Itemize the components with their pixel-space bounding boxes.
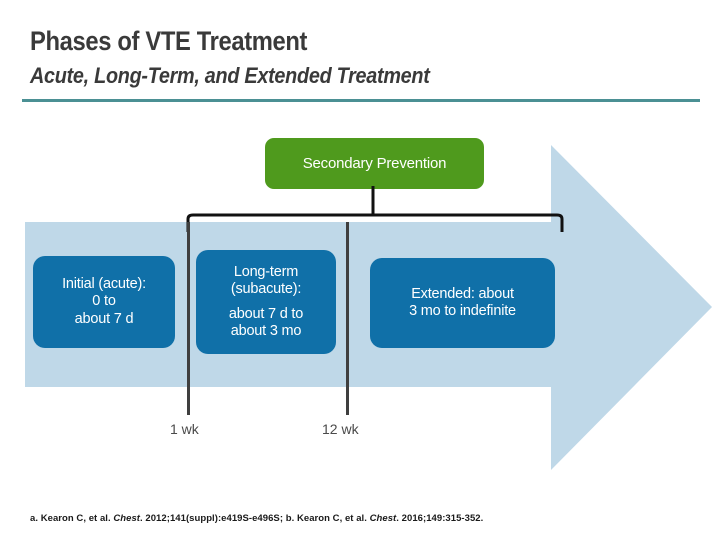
timeline-arrow-shape	[25, 145, 712, 470]
phase-longterm-line4: about 3 mo	[230, 322, 302, 339]
tick-label-1wk: 1 wk	[170, 421, 199, 437]
phase-box-initial: Initial (acute): 0 to about 7 d	[33, 256, 175, 348]
phase-initial-line2: 0 to	[92, 293, 116, 310]
tick-line-12wk	[346, 222, 349, 415]
citation-a-suffix: . 2012;141(suppl):e419S-e496S;	[140, 513, 286, 524]
tick-label-12wk: 12 wk	[322, 421, 359, 437]
phase-box-longterm: Long-term (subacute): about 7 d to about…	[196, 250, 336, 354]
phase-box-extended: Extended: about 3 mo to indefinite	[370, 258, 555, 348]
phase-longterm-line2: (subacute):	[230, 281, 302, 298]
secondary-prevention-bracket	[180, 186, 570, 232]
title-divider	[22, 99, 700, 102]
phase-initial-line1: Initial (acute):	[62, 276, 146, 293]
phase-extended-line1: Extended: about	[411, 285, 514, 302]
phase-initial-line3: about 7 d	[74, 310, 134, 327]
secondary-prevention-label: Secondary Prevention	[302, 155, 447, 172]
citation-b-suffix: . 2016;149:315-352.	[396, 513, 484, 524]
phase-longterm-line1: Long-term	[233, 264, 299, 281]
secondary-prevention-box: Secondary Prevention	[265, 138, 484, 189]
phase-longterm-line3: about 7 d to	[228, 305, 304, 322]
citation-a-journal: Chest	[113, 513, 141, 524]
tick-line-1wk	[187, 222, 190, 415]
phase-extended-line2: 3 mo to indefinite	[409, 303, 516, 319]
citation-a-prefix: a. Kearon C, et al.	[30, 513, 114, 524]
citation-b-prefix: b. Kearon C, et al.	[285, 513, 370, 524]
citation-footnote: a. Kearon C, et al. Chest. 2012;141(supp…	[30, 513, 483, 524]
citation-b-journal: Chest	[369, 513, 397, 524]
page-title: Phases of VTE Treatment	[30, 26, 308, 56]
page-subtitle: Acute, Long-Term, and Extended Treatment	[30, 63, 430, 88]
